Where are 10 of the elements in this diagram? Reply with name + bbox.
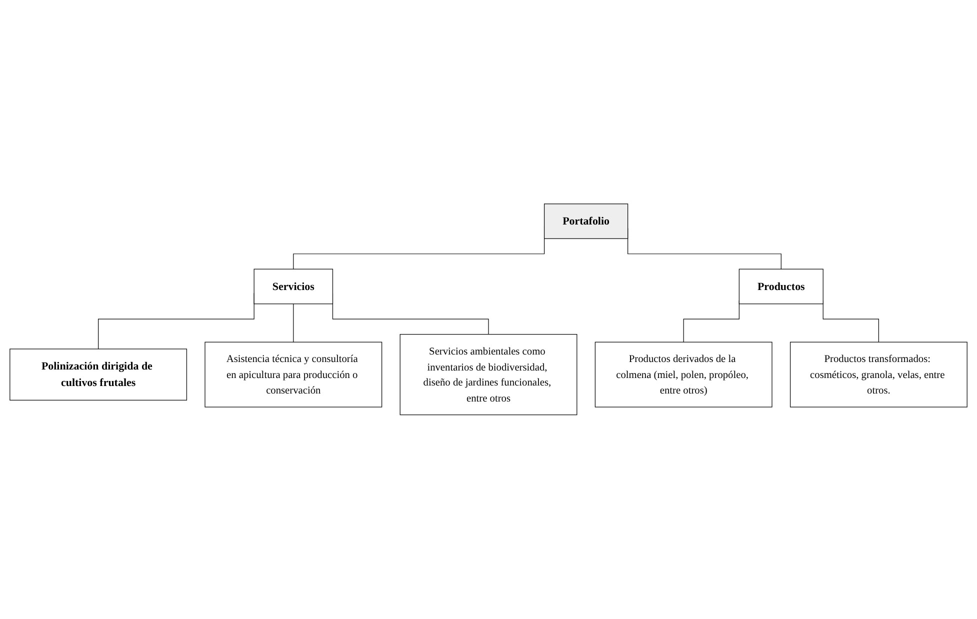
node-box: [10, 348, 188, 401]
node-box: [738, 268, 824, 304]
node-box: [400, 334, 578, 416]
node-box: [790, 342, 968, 408]
node-box: [594, 342, 772, 408]
org-chart-diagram: Portafolio Servicios Productos Polinización dirigida de cultivos frutales Asistencia técnica y consultoría en apicultura para producción o conservación Servicios ambientales como inventarios de biodiversidad, diseño de jardines funcionales, entre otros Productos derivados de la colmena (miel, polen, propóleo, entre otros) Productos transformados: cosméticos, granola, velas, entre otros.: [5, 199, 972, 420]
connector: [293, 304, 294, 343]
node-box: [254, 268, 334, 304]
node-box: [204, 342, 382, 408]
node-box: [544, 204, 628, 240]
